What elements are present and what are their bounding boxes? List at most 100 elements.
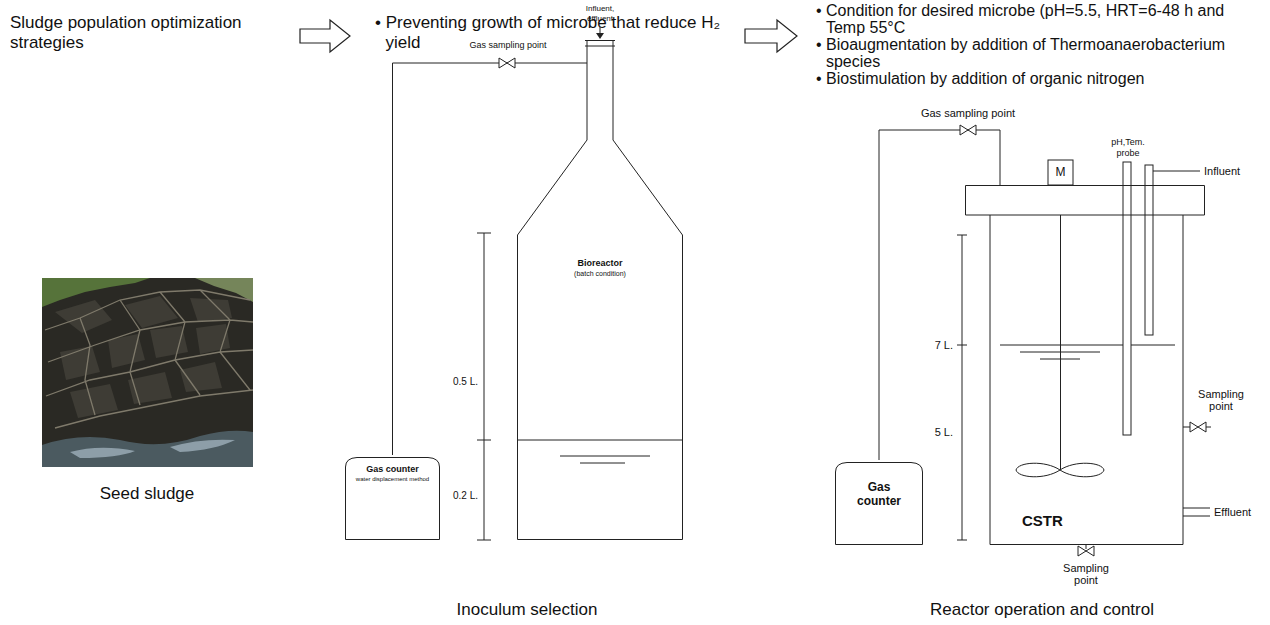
liquid-level [560, 456, 650, 457]
strategy-heading: Sludge population optimization strategie… [10, 13, 290, 53]
node-title: Bioreactor [521, 258, 679, 269]
liquid-level [580, 463, 625, 464]
label-slot: Sampling point [1055, 562, 1117, 586]
node-title: CSTR [1022, 512, 1148, 530]
dimension-line [484, 233, 485, 540]
strategy-bullet: • Biostimulation by addition of organic … [816, 70, 1264, 87]
stirrer-shaft [1060, 215, 1061, 470]
part-label: Gas sampling point [453, 40, 563, 51]
dimension-tick [957, 235, 967, 236]
photo-water [42, 431, 253, 467]
label-slot: Seed sludge [67, 484, 227, 504]
valve-symbol [1190, 422, 1206, 432]
dimension-tick [477, 233, 491, 234]
node-subtitle: (batch condition) [521, 269, 679, 278]
strategy-step: • Preventing growth of microbe that redu… [375, 13, 725, 53]
valve-stub [1206, 427, 1211, 428]
dimension-label: 5 L. [903, 425, 953, 439]
dimension-line [962, 235, 963, 540]
bullet-list: • Condition for desired microbe (pH=5.5,… [816, 2, 1264, 87]
photo-ground [42, 278, 253, 467]
dimension-tick [957, 345, 967, 346]
valve-stub [1086, 545, 1087, 549]
node-title: Gas counter [851, 480, 907, 508]
dimension-tick [477, 540, 491, 541]
strategy-bullet: • Condition for desired microbe (pH=5.5,… [816, 2, 1264, 36]
valve-stub [1183, 427, 1190, 428]
probe [1123, 162, 1131, 435]
influent-line [1153, 171, 1200, 172]
bioreactor-vessel: Bioreactor(batch condition) [517, 40, 683, 540]
part-label: pH,Tem. probe [1104, 137, 1152, 158]
part-label: Influent, effluent [575, 4, 625, 23]
strategy-bullet: • Bioaugmentation by addition of Thermoa… [816, 36, 1264, 70]
label-slot: • Biostimulation by addition of organic … [816, 70, 1264, 87]
photo-mud [55, 296, 232, 418]
valves [499, 58, 1206, 556]
label-slot: Reactor operation and control [902, 600, 1182, 620]
label-slot: Sludge population optimization strategie… [10, 13, 290, 53]
panel-caption: Inoculum selection [417, 600, 637, 620]
label-slot: Influent, effluent [575, 4, 625, 23]
part-label: Sampling point [1055, 562, 1117, 586]
effluent-pipe [1183, 508, 1210, 509]
photo-cracks [45, 290, 253, 428]
impeller [1016, 463, 1104, 477]
part-label: Sampling point [1190, 388, 1252, 412]
influent-tube [1145, 165, 1153, 335]
motor-label: M [1048, 165, 1073, 180]
effluent-pipe [1183, 516, 1210, 517]
part-label: Gas sampling point [903, 107, 1033, 120]
gas-counter: Gas counter [835, 460, 923, 545]
label-slot: M [1048, 165, 1073, 180]
valve-symbol [499, 58, 515, 68]
label-slot: 0.2 L. [418, 490, 478, 502]
gas-counter: Gas counterwater displacement method [345, 455, 440, 540]
node-outline [517, 40, 683, 540]
liquid-level [1040, 359, 1080, 360]
label-slot: 0.5 L. [418, 376, 478, 388]
node-title: Gas counter [347, 464, 438, 475]
node-subtitle: water displacement method [347, 475, 438, 483]
cstr-vessel: CSTR [965, 185, 1205, 545]
dimension-tick [477, 440, 491, 441]
label-slot: Gas sampling point [453, 40, 563, 51]
gas-line [879, 130, 1000, 460]
label-slot: • Bioaugmentation by addition of Thermoa… [816, 36, 1264, 70]
label-slot: 7 L. [903, 338, 953, 352]
liquid-level [518, 440, 682, 441]
liquid-level [1020, 352, 1100, 353]
label-slot: Inoculum selection [417, 600, 637, 620]
dimension-label: 7 L. [903, 338, 953, 352]
influent-arrowhead [596, 33, 604, 39]
photo-water-highlight [70, 440, 235, 458]
label-slot: • Preventing growth of microbe that redu… [375, 13, 725, 53]
cstr-details [957, 160, 1211, 540]
label-slot: Effluent [1214, 505, 1266, 519]
valve-symbol [960, 125, 976, 135]
liquid-level [1000, 345, 1175, 346]
label-slot: Influent [1204, 164, 1264, 178]
node-outline-path [518, 40, 683, 540]
panel-caption: Seed sludge [67, 484, 227, 504]
dimension-tick [957, 540, 967, 541]
valve-symbol [1078, 546, 1094, 556]
bioreactor-details [477, 27, 682, 540]
label-slot: Sampling point [1190, 388, 1252, 412]
panel-caption: Reactor operation and control [902, 600, 1182, 620]
motor-box [1048, 160, 1073, 185]
node-outline-path [346, 458, 440, 540]
label-slot: pH,Tem. probe [1104, 137, 1152, 158]
sludge-photo [42, 278, 253, 467]
block-arrow [300, 20, 350, 52]
dimension-label: 0.5 L. [418, 376, 478, 388]
node-outline-path [836, 463, 923, 545]
part-label: Effluent [1214, 505, 1266, 519]
gas-line [393, 63, 588, 455]
block-arrow [745, 20, 797, 52]
